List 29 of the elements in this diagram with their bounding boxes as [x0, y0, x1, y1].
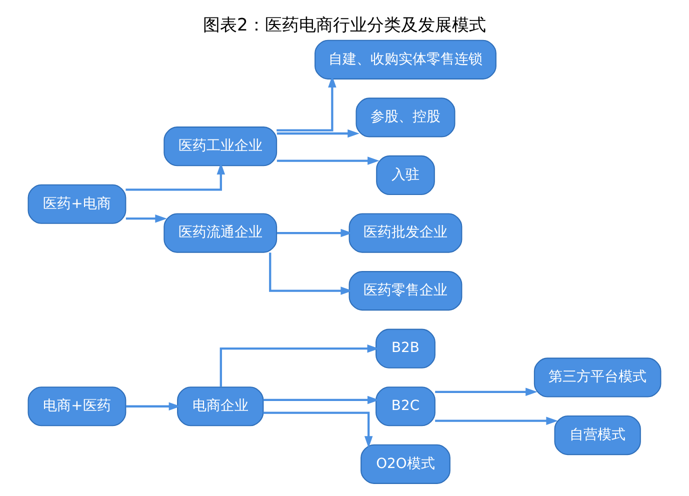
node-box: 自建、收购实体零售连锁 — [314, 40, 496, 80]
arrow — [276, 156, 380, 165]
node-box: 医药流通企业 — [164, 213, 278, 253]
node-box: B2C — [376, 386, 436, 426]
node-box: 医药批发企业 — [348, 213, 462, 253]
node-box: 自营模式 — [554, 415, 641, 456]
arrow — [435, 388, 538, 396]
node-box: 入驻 — [376, 155, 435, 196]
node-box: O2O模式 — [360, 444, 450, 484]
node-box: 参股、控股 — [356, 98, 456, 138]
arrow — [276, 129, 360, 138]
arrow — [263, 412, 373, 448]
arrow — [126, 214, 167, 223]
node-box: 医药工业企业 — [164, 126, 278, 166]
node-box: 医药+电商 — [28, 184, 126, 224]
arrow — [220, 344, 380, 387]
arrow — [276, 76, 336, 132]
arrow — [435, 416, 558, 425]
arrow — [126, 402, 181, 410]
node-box: 医药零售企业 — [348, 271, 462, 311]
node-box: 第三方平台模式 — [534, 358, 662, 398]
node-box: B2B — [376, 328, 436, 368]
arrow — [126, 162, 226, 191]
node-box: 电商企业 — [177, 386, 264, 426]
arrow — [269, 252, 352, 295]
arrow — [276, 228, 353, 238]
node-box: 电商+医药 — [28, 386, 126, 426]
diagram-title: 图表2：医药电商行业分类及发展模式 — [203, 16, 486, 36]
arrow — [263, 396, 380, 404]
